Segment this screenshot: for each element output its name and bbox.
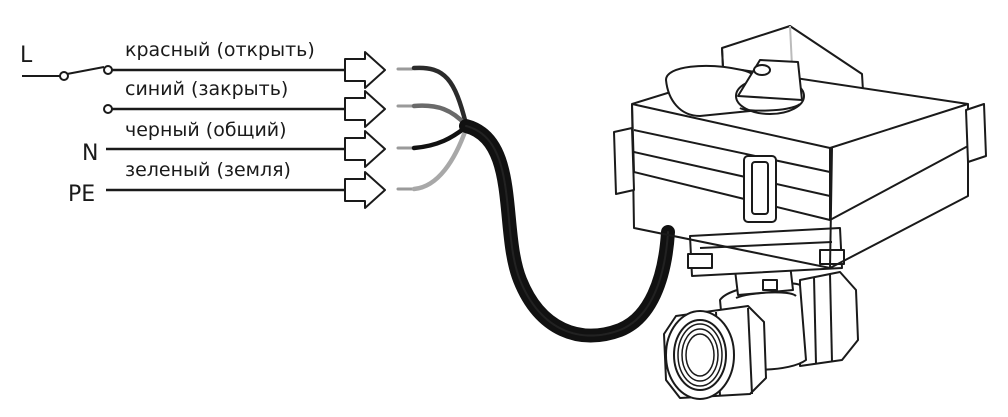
wire-blue (411, 103, 469, 128)
connector-arrow-red (344, 51, 386, 89)
wire-green (411, 126, 469, 192)
actuator-housing (613, 25, 987, 269)
connector-arrow-blue (344, 90, 386, 128)
ball-valve (663, 263, 859, 400)
wire-label-black: черный (общий) (125, 119, 287, 141)
terminal-label-n: N (82, 141, 98, 166)
connector-arrow-green (344, 171, 386, 209)
mounting-bracket (687, 227, 845, 277)
wire-red (411, 65, 469, 127)
wire-label-red: красный (открыть) (125, 39, 315, 61)
connector-arrow-black (344, 130, 386, 168)
switch-l (22, 65, 113, 81)
cable (459, 119, 675, 343)
terminal-dot-blue (103, 104, 113, 114)
wire-label-blue: синий (закрыть) (125, 78, 288, 100)
actuator-valve-drawing (613, 25, 987, 400)
wire-label-green: зеленый (земля) (125, 159, 291, 181)
terminal-label-l: L (20, 43, 33, 68)
terminal-label-pe: PE (68, 182, 95, 207)
